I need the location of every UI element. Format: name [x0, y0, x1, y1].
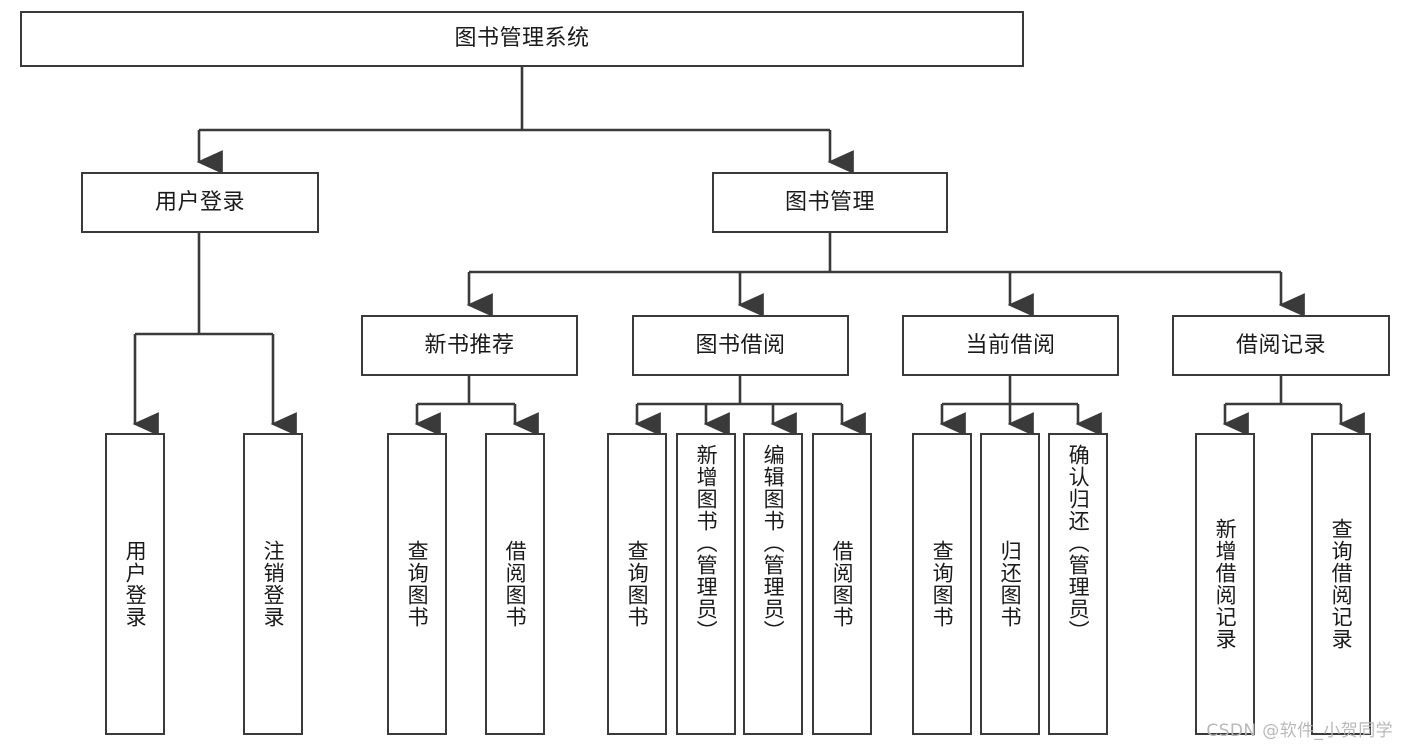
node-user-login[interactable]: 用户登录 — [81, 172, 319, 233]
leaf-query-record[interactable]: 查询借阅记录 — [1311, 433, 1371, 735]
leaf-add-record-label: 新增借阅记录 — [1213, 518, 1238, 650]
leaf-borrow-book-1[interactable]: 借阅图书 — [485, 433, 545, 735]
leaf-query-book-1-label: 查询图书 — [405, 540, 430, 628]
node-root-label: 图书管理系统 — [454, 26, 590, 52]
node-book-manage[interactable]: 图书管理 — [712, 172, 948, 233]
leaf-query-book-3[interactable]: 查询图书 — [912, 433, 972, 735]
node-current-borrow-label: 当前借阅 — [965, 332, 1056, 358]
leaf-query-book-2-label: 查询图书 — [625, 540, 650, 628]
leaf-query-book-2[interactable]: 查询图书 — [607, 433, 667, 735]
leaf-return-book[interactable]: 归还图书 — [980, 433, 1040, 735]
node-borrow-record[interactable]: 借阅记录 — [1172, 315, 1390, 376]
leaf-user-login[interactable]: 用户登录 — [105, 433, 165, 735]
leaf-confirm-return-label: 确认归还（管理员） — [1066, 444, 1091, 642]
leaf-query-record-label: 查询借阅记录 — [1329, 518, 1354, 650]
leaf-logout-login[interactable]: 注销登录 — [243, 433, 303, 735]
leaf-add-record[interactable]: 新增借阅记录 — [1195, 433, 1255, 735]
node-book-manage-label: 图书管理 — [784, 189, 875, 215]
node-book-borrow[interactable]: 图书借阅 — [632, 315, 849, 376]
leaf-query-book-3-label: 查询图书 — [930, 540, 955, 628]
node-new-book-recommend[interactable]: 新书推荐 — [361, 315, 578, 376]
node-borrow-record-label: 借阅记录 — [1235, 332, 1326, 358]
node-new-book-recommend-label: 新书推荐 — [424, 332, 515, 358]
leaf-borrow-book-2[interactable]: 借阅图书 — [812, 433, 872, 735]
leaf-borrow-book-1-label: 借阅图书 — [503, 540, 528, 628]
node-root[interactable]: 图书管理系统 — [20, 11, 1024, 67]
leaf-edit-book-label: 编辑图书（管理员） — [761, 444, 786, 642]
node-current-borrow[interactable]: 当前借阅 — [902, 315, 1119, 376]
watermark-text: CSDN @软件_小贺同学 — [1206, 721, 1393, 741]
leaf-query-book-1[interactable]: 查询图书 — [387, 433, 447, 735]
leaf-return-book-label: 归还图书 — [998, 540, 1023, 628]
leaf-add-book-label: 新增图书（管理员） — [694, 444, 719, 642]
node-user-login-label: 用户登录 — [154, 189, 245, 215]
leaf-logout-login-label: 注销登录 — [261, 540, 286, 628]
leaf-borrow-book-2-label: 借阅图书 — [830, 540, 855, 628]
leaf-confirm-return[interactable]: 确认归还（管理员） — [1048, 433, 1108, 735]
leaf-edit-book[interactable]: 编辑图书（管理员） — [743, 433, 803, 735]
node-book-borrow-label: 图书借阅 — [695, 332, 786, 358]
leaf-user-login-label: 用户登录 — [123, 540, 148, 628]
leaf-add-book[interactable]: 新增图书（管理员） — [676, 433, 736, 735]
